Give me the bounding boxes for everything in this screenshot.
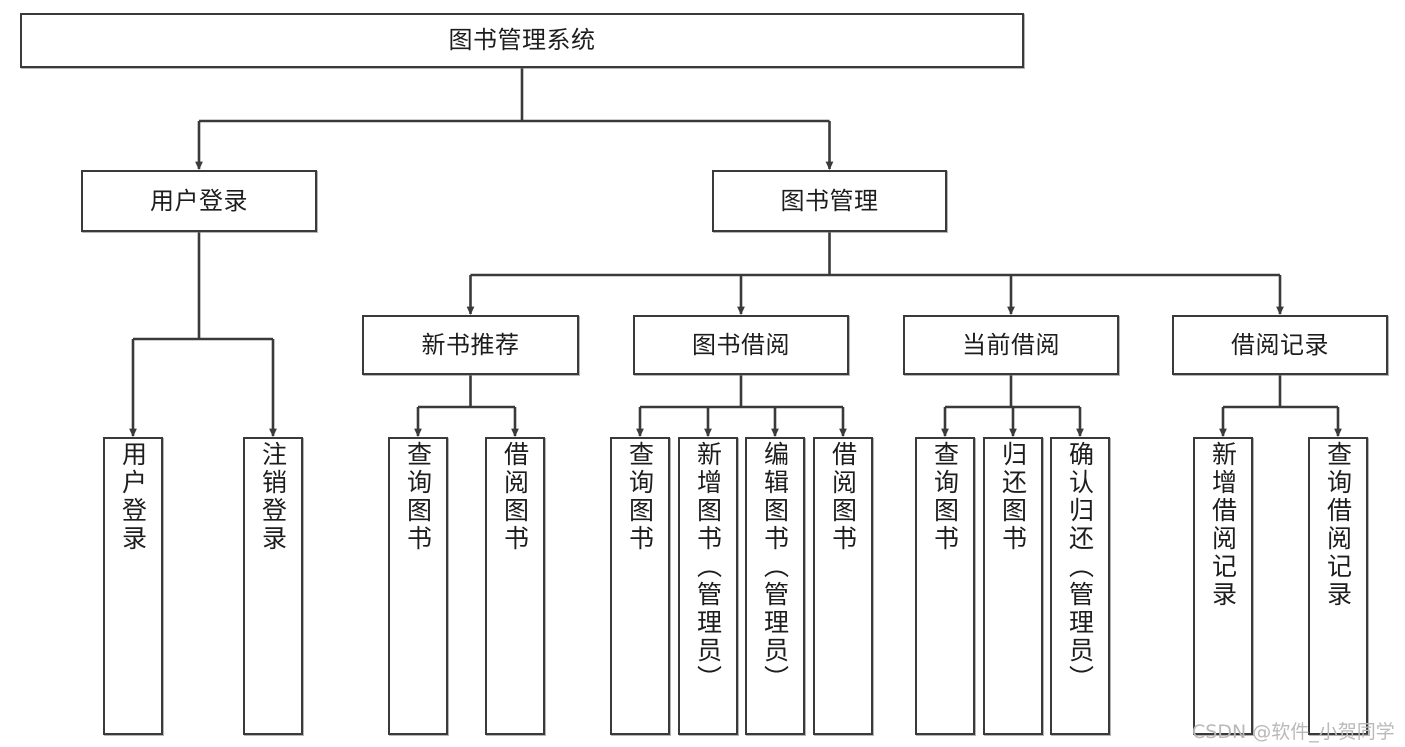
node-label-leaf-bb-edit: 编辑图书（管理员） <box>760 441 790 693</box>
node-current-borrow[interactable]: 当前借阅 <box>903 315 1119 375</box>
node-leaf-user-logout[interactable]: 注销登录 <box>243 437 303 735</box>
node-leaf-br-add[interactable]: 新增借阅记录 <box>1193 437 1253 735</box>
node-leaf-cb-return[interactable]: 归还图书 <box>983 437 1043 735</box>
node-label-borrow-record: 借阅记录 <box>1231 330 1329 359</box>
node-label-leaf-rec-query: 查询图书 <box>403 441 433 553</box>
node-label-leaf-bb-add: 新增图书（管理员） <box>693 441 723 693</box>
node-user-login[interactable]: 用户登录 <box>81 170 317 232</box>
node-leaf-bb-add[interactable]: 新增图书（管理员） <box>678 437 738 735</box>
node-leaf-br-query[interactable]: 查询借阅记录 <box>1308 437 1368 735</box>
node-new-book-rec[interactable]: 新书推荐 <box>362 315 579 375</box>
node-label-leaf-user-login: 用户登录 <box>118 441 148 553</box>
node-label-leaf-cb-return: 归还图书 <box>998 441 1028 553</box>
node-leaf-bb-query[interactable]: 查询图书 <box>610 437 670 735</box>
node-leaf-cb-query[interactable]: 查询图书 <box>915 437 975 735</box>
node-borrow-record[interactable]: 借阅记录 <box>1172 315 1388 375</box>
node-leaf-user-login[interactable]: 用户登录 <box>103 437 163 735</box>
node-label-root: 图书管理系统 <box>448 26 596 55</box>
node-label-new-book-rec: 新书推荐 <box>421 330 520 359</box>
node-label-user-login: 用户登录 <box>150 186 248 215</box>
node-book-manage[interactable]: 图书管理 <box>712 170 947 232</box>
node-leaf-cb-confirm[interactable]: 确认归还（管理员） <box>1050 437 1110 735</box>
node-label-leaf-user-logout: 注销登录 <box>258 441 288 553</box>
node-book-borrow[interactable]: 图书借阅 <box>633 315 849 375</box>
node-leaf-bb-borrow[interactable]: 借阅图书 <box>813 437 873 735</box>
node-label-current-borrow: 当前借阅 <box>962 330 1060 359</box>
node-label-book-manage: 图书管理 <box>780 186 879 215</box>
node-label-leaf-cb-confirm: 确认归还（管理员） <box>1065 441 1095 693</box>
node-leaf-rec-borrow[interactable]: 借阅图书 <box>485 437 545 735</box>
node-leaf-rec-query[interactable]: 查询图书 <box>388 437 448 735</box>
node-label-leaf-rec-borrow: 借阅图书 <box>500 441 530 553</box>
csdn-watermark: CSDN @软件_小贺同学 <box>1192 721 1395 743</box>
node-label-book-borrow: 图书借阅 <box>692 330 790 359</box>
node-root[interactable]: 图书管理系统 <box>20 13 1024 68</box>
node-label-leaf-bb-query: 查询图书 <box>625 441 655 553</box>
node-label-leaf-br-query: 查询借阅记录 <box>1323 441 1353 609</box>
node-label-leaf-cb-query: 查询图书 <box>930 441 960 553</box>
node-label-leaf-br-add: 新增借阅记录 <box>1208 441 1238 609</box>
node-label-leaf-bb-borrow: 借阅图书 <box>828 441 858 553</box>
node-leaf-bb-edit[interactable]: 编辑图书（管理员） <box>745 437 805 735</box>
